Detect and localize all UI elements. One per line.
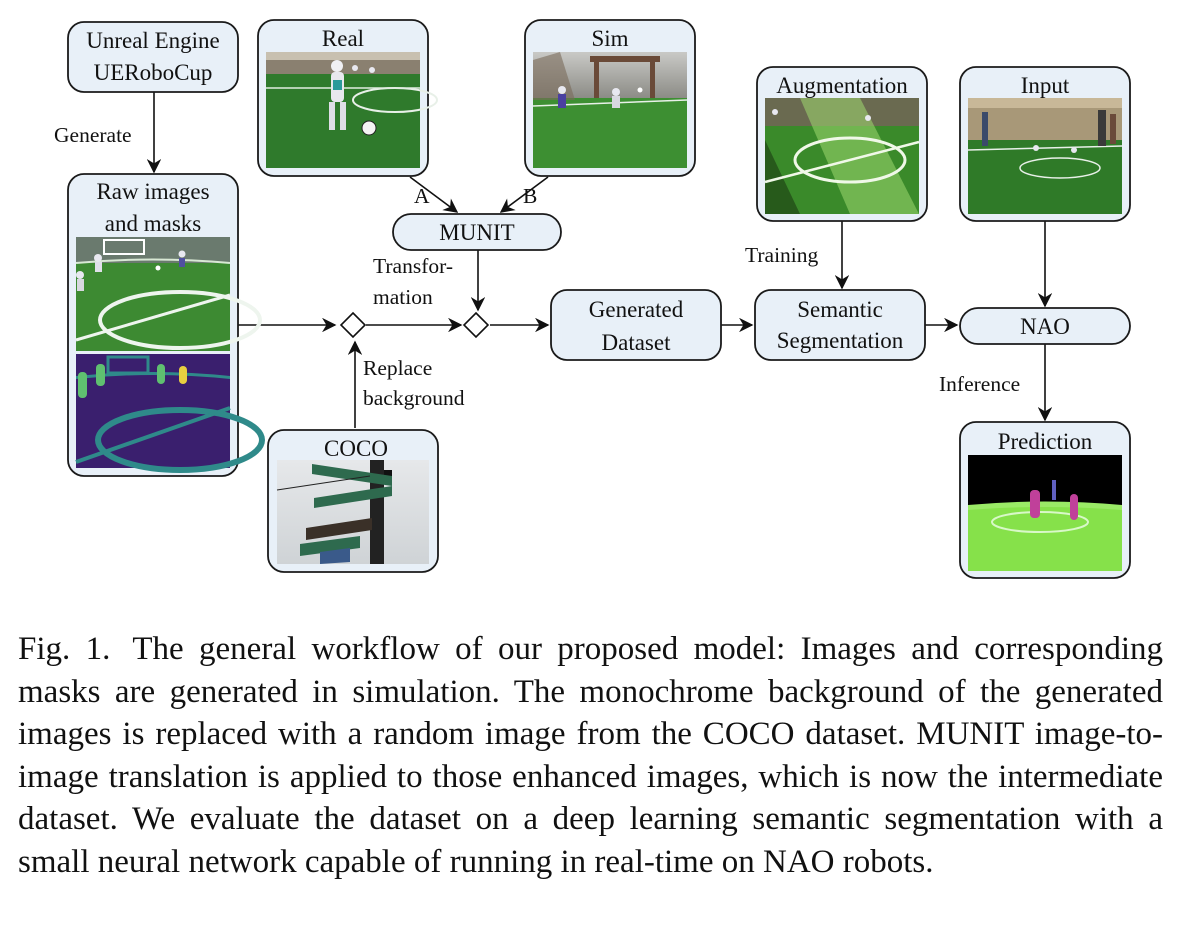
label-inference: Inference [939,372,1020,396]
join-diamond [462,311,490,339]
semantic-line1: Semantic [797,297,883,322]
label-generate: Generate [54,123,132,147]
caption-label: Fig. 1. [18,631,111,667]
node-real: Real [257,19,438,177]
sim-image-thumbnail [532,52,688,168]
semantic-line2: Segmentation [777,328,904,353]
caption-text: The general workflow of our proposed mod… [18,631,1164,880]
unreal-line1: Unreal Engine [86,28,219,53]
label-replace-2: background [363,386,465,410]
nao-title: NAO [1020,314,1070,339]
node-augmentation: Augmentation [756,66,928,222]
edge-real-to-munit [409,176,459,213]
input-title: Input [1021,73,1070,98]
real-image-thumbnail [266,52,438,168]
node-sim: Sim [524,19,696,177]
unreal-line2: UERoboCup [94,60,213,85]
node-input: Input [959,66,1131,222]
edges [146,92,1053,428]
node-unreal-engine: Unreal Engine UERoboCup [67,21,239,93]
munit-title: MUNIT [439,220,514,245]
label-b: B [523,184,537,208]
label-replace-1: Replace [363,356,432,380]
node-nao: NAO [959,307,1131,345]
raw-image-thumbnail [75,237,262,351]
generated-line1: Generated [589,297,684,322]
augmentation-title: Augmentation [776,73,908,98]
figure-caption: Fig. 1.The general workflow of our propo… [18,628,1163,883]
generated-line2: Dataset [602,330,672,355]
merge-diamond [339,311,367,339]
coco-image-thumbnail [276,460,429,564]
raw-line1: Raw images [96,179,209,204]
node-prediction: Prediction [959,421,1131,579]
label-transformation-1: Transfor- [373,254,453,278]
coco-title: COCO [324,436,388,461]
input-image-thumbnail [967,98,1123,214]
raw-mask-thumbnail [75,354,265,473]
label-training: Training [745,243,819,267]
node-coco: COCO [267,429,439,573]
augmentation-image-thumbnail [764,98,920,214]
node-semantic-segmentation: Semantic Segmentation [754,289,926,361]
prediction-title: Prediction [998,429,1093,454]
real-title: Real [322,26,364,51]
node-munit: MUNIT [392,213,562,251]
prediction-image-thumbnail [968,455,1122,571]
edge-sim-to-munit [499,176,549,213]
workflow-diagram: Generate A B Transfor- mation Replace ba… [54,19,1131,579]
label-a: A [414,184,430,208]
node-generated-dataset: Generated Dataset [550,289,722,361]
sim-title: Sim [591,26,628,51]
label-transformation-2: mation [373,285,433,309]
node-raw-images: Raw images and masks [67,173,265,477]
raw-line2: and masks [105,211,202,236]
